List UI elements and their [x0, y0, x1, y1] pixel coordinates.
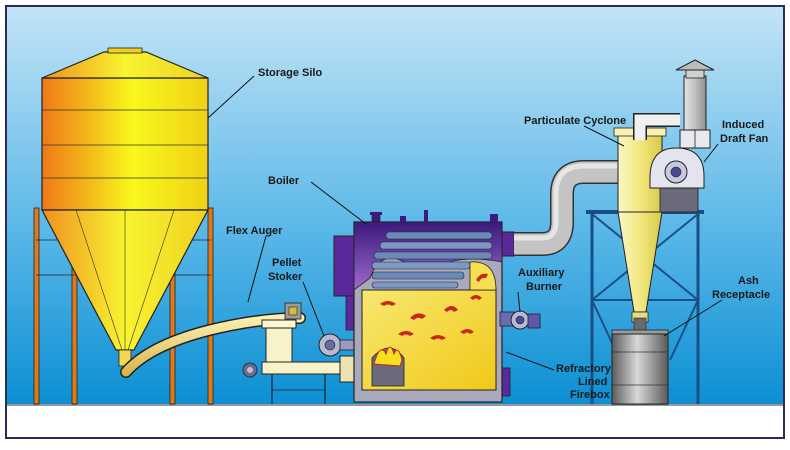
ground — [6, 404, 784, 438]
label-flex-auger: Flex Auger — [226, 225, 283, 237]
auxiliary-burner-fan-icon — [510, 310, 530, 330]
label-storage-silo: Storage Silo — [258, 67, 322, 79]
ash-receptacle — [611, 317, 669, 405]
exhaust-duct — [514, 160, 624, 256]
stoker-hopper — [265, 324, 293, 364]
silo-body — [41, 77, 209, 211]
auxiliary-burner — [499, 310, 541, 330]
label-ash-receptacle-line1: Ash — [738, 275, 759, 287]
label-boiler: Boiler — [268, 175, 300, 187]
frame-border — [5, 5, 785, 439]
label-ash-receptacle-line2: Receptacle — [712, 289, 770, 301]
boiler-fire-tubes — [371, 231, 493, 289]
silo-roof-hatch — [107, 47, 143, 54]
label-induced-draft-fan-line1: Induced — [722, 119, 764, 131]
particulate-cyclone — [586, 113, 704, 404]
storage-silo — [33, 47, 214, 405]
pellet-stoker — [242, 319, 357, 404]
induced-draft-fan-icon — [664, 160, 688, 184]
flame-arrows — [380, 273, 488, 340]
label-auxiliary-burner-line1: Auxiliary — [518, 267, 565, 279]
boiler — [333, 210, 515, 403]
stoker-fan-icon — [242, 362, 258, 378]
silo-leg — [207, 207, 214, 405]
induced-draft-fan — [649, 59, 715, 213]
label-refractory-firebox-line1: Refractory — [556, 363, 612, 375]
leader-lines — [207, 75, 723, 371]
stoker-blower-icon — [318, 333, 355, 357]
label-induced-draft-fan-line2: Draft Fan — [720, 133, 769, 145]
silo-roof — [41, 51, 209, 79]
label-pellet-stoker-line1: Pellet — [272, 257, 302, 269]
label-refractory-firebox-line2: Lined — [578, 376, 607, 388]
label-particulate-cyclone: Particulate Cyclone — [524, 115, 626, 127]
label-refractory-firebox-line3: Firebox — [570, 389, 611, 401]
silo-leg — [33, 207, 40, 405]
stack-cap — [675, 59, 715, 71]
flex-auger — [120, 302, 306, 378]
label-auxiliary-burner-line2: Burner — [526, 281, 563, 293]
label-pellet-stoker-line2: Stoker — [268, 271, 303, 283]
ash-can — [611, 333, 669, 405]
